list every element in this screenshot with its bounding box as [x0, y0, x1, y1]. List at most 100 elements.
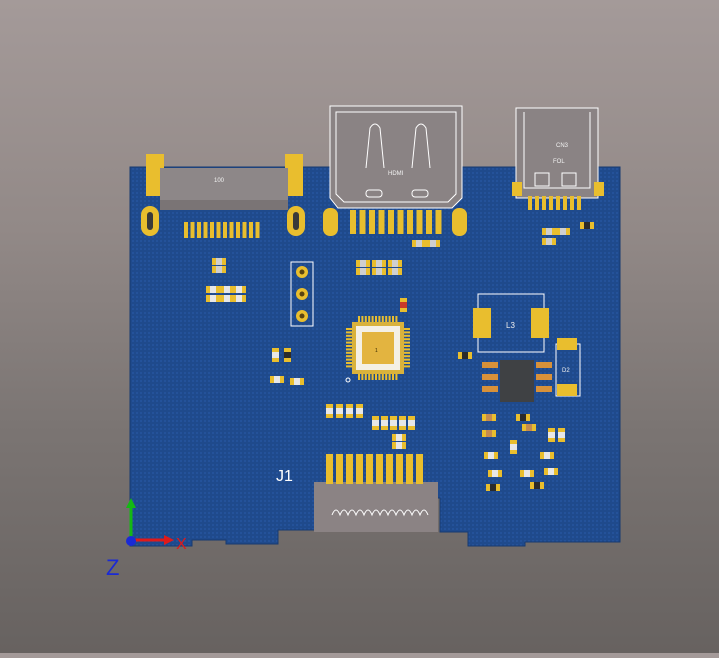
j1-pad [376, 454, 383, 484]
passive-pad [336, 404, 343, 408]
inductor-l3[interactable]: L3 [473, 293, 549, 353]
passive-pad [482, 430, 486, 437]
passive-body [360, 268, 366, 275]
passive-pad [390, 426, 397, 430]
z-axis-dot [126, 536, 136, 546]
passive-pad [408, 426, 415, 430]
passive-pad [530, 482, 534, 489]
passive-body [546, 228, 552, 235]
passive-pad [468, 352, 472, 359]
ic-pin [358, 316, 360, 322]
passive-body [376, 260, 382, 267]
passive-body [360, 260, 366, 267]
main-ic[interactable]: 1 [345, 316, 410, 383]
passive-pad [494, 452, 498, 459]
hdmi-latch-left [365, 123, 385, 169]
passive-pad [540, 482, 544, 489]
passive-pad [382, 268, 386, 275]
usb-pin [570, 196, 574, 210]
passive-pad [270, 376, 274, 383]
passive-pad [392, 434, 396, 441]
ic-pin [346, 355, 352, 358]
passive-pad [552, 228, 556, 235]
bottom-connector-j1[interactable]: J1 [276, 454, 438, 532]
connector-pin [210, 222, 214, 238]
passive-pad [232, 286, 236, 293]
connector-pin [242, 222, 247, 238]
hdmi-connector[interactable]: HDMI [323, 105, 467, 236]
passive-body [546, 238, 552, 245]
passive-pad [580, 222, 584, 229]
inductor-pad-left [473, 308, 491, 338]
regulator-ic[interactable] [482, 360, 552, 402]
ic-thermal-pad [362, 332, 394, 364]
ic-pins [346, 316, 410, 380]
ic-pin [371, 316, 374, 322]
usb-mount-left [512, 182, 522, 196]
ic-pin [346, 351, 352, 354]
j1-pad [396, 454, 403, 484]
passive-pad [284, 358, 291, 362]
passive-pad [554, 468, 558, 475]
connector-pin [229, 222, 234, 238]
top-left-connector-label: 100 [214, 178, 225, 184]
passive-pad [392, 442, 396, 449]
header-outline [290, 261, 314, 327]
passive-pad [492, 430, 496, 437]
passive-body [356, 408, 363, 414]
ic-pin [361, 374, 364, 380]
passive-pad [520, 470, 524, 477]
passive-pad [388, 260, 392, 267]
ic-pin [404, 328, 410, 330]
passive-pad [381, 426, 388, 430]
passive-pad [372, 416, 379, 420]
passive-pad [356, 404, 363, 408]
hdmi-latch-right [411, 123, 431, 169]
hdmi-pin [435, 210, 442, 234]
hdmi-slot-left [365, 189, 383, 198]
passive-pad [326, 414, 333, 418]
header-3pin[interactable] [290, 261, 314, 327]
passive-pad [544, 468, 548, 475]
ic-pin [404, 358, 410, 361]
passive-body [210, 295, 216, 302]
hdmi-pin [416, 210, 423, 234]
ic-pin [404, 338, 410, 341]
passive-body [346, 408, 353, 414]
passive-pad [402, 442, 406, 449]
passive-pad [484, 452, 488, 459]
top-left-connector[interactable]: 100 [141, 154, 305, 238]
passive-pad [482, 414, 486, 421]
passive-pad [510, 440, 517, 444]
passive-pad [408, 416, 415, 420]
passive-pad [436, 240, 440, 247]
usb-connector-cn3[interactable]: CN3 FOL [512, 107, 604, 210]
hdmi-label: HDMI [388, 171, 404, 177]
passive-pad [300, 378, 304, 385]
ic-pin [375, 316, 377, 322]
reg-pin [536, 362, 552, 368]
connector-pin [216, 222, 221, 238]
connector-lip [160, 200, 288, 210]
passive-body [462, 352, 468, 359]
passive-pad [336, 414, 343, 418]
ic-pin [346, 348, 352, 351]
passive-pad [399, 416, 406, 420]
passive-pad [558, 428, 565, 432]
passive-pad [566, 228, 570, 235]
passive-body [294, 378, 300, 385]
reg-pin [482, 362, 498, 368]
inductor-label: L3 [506, 321, 515, 330]
y-axis-arrow [126, 498, 136, 508]
passive-pad [516, 414, 520, 421]
top-left-connector-pins [184, 222, 260, 238]
diode-d2[interactable]: D2 [555, 338, 581, 397]
passive-pad [496, 484, 500, 491]
passive-body [336, 408, 343, 414]
passive-pad [222, 266, 226, 273]
passive-pad [232, 295, 236, 302]
ic-pin [361, 316, 364, 322]
passive-body [274, 376, 280, 383]
passive-pad [242, 286, 246, 293]
